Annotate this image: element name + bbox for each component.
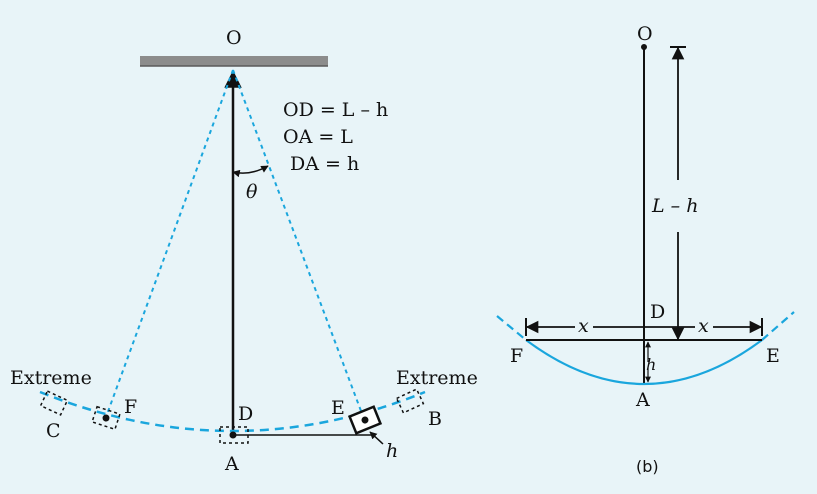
- extreme-right-label: Extreme: [396, 367, 478, 389]
- label-d-a: D: [238, 403, 253, 425]
- h-label-b: h: [646, 355, 656, 374]
- arc-b-right-dash: [761, 311, 795, 341]
- label-c: C: [46, 420, 61, 442]
- figure-b: O L – h x x D F E A h (b): [496, 23, 795, 476]
- label-a-b: A: [635, 389, 650, 411]
- arc-b: [525, 339, 763, 385]
- bob-f: [91, 405, 121, 431]
- x-left-bg: [575, 316, 593, 336]
- x-label-left: x: [578, 315, 589, 337]
- equation-od: OD = L – h: [283, 99, 388, 121]
- string-to-e: [232, 69, 365, 420]
- label-d-b: D: [650, 301, 665, 323]
- label-e-a: E: [331, 397, 345, 419]
- label-b: B: [428, 408, 442, 430]
- angle-arc: [232, 165, 269, 178]
- x-label-right: x: [698, 315, 709, 337]
- label-a-a: A: [224, 453, 239, 475]
- equation-da: DA = h: [290, 153, 359, 175]
- angle-label: θ: [246, 181, 258, 203]
- pivot-label: O: [226, 27, 242, 49]
- bob-b: [395, 388, 425, 414]
- bob-c: [39, 390, 69, 416]
- x-right-bg: [695, 316, 713, 336]
- label-f-a: F: [124, 396, 137, 418]
- bob-e: [347, 405, 383, 435]
- equation-oa: OA = L: [283, 126, 353, 148]
- label-e-b: E: [766, 345, 780, 367]
- figure-a: O θ OD = L – h OA = L DA = h D A E h: [10, 27, 478, 475]
- caption-b: (b): [636, 457, 659, 476]
- extreme-left-label: Extreme: [10, 367, 92, 389]
- height-label-a: h: [386, 440, 398, 462]
- label-f-b: F: [510, 345, 523, 367]
- arc-b-left-dash: [496, 315, 527, 341]
- ceiling-support: [140, 56, 328, 66]
- label-o-b: O: [637, 23, 653, 45]
- swing-arc: [39, 390, 426, 433]
- string-to-f: [105, 69, 234, 418]
- length-label-b: L – h: [651, 195, 698, 217]
- h-arrow-a: [369, 431, 384, 445]
